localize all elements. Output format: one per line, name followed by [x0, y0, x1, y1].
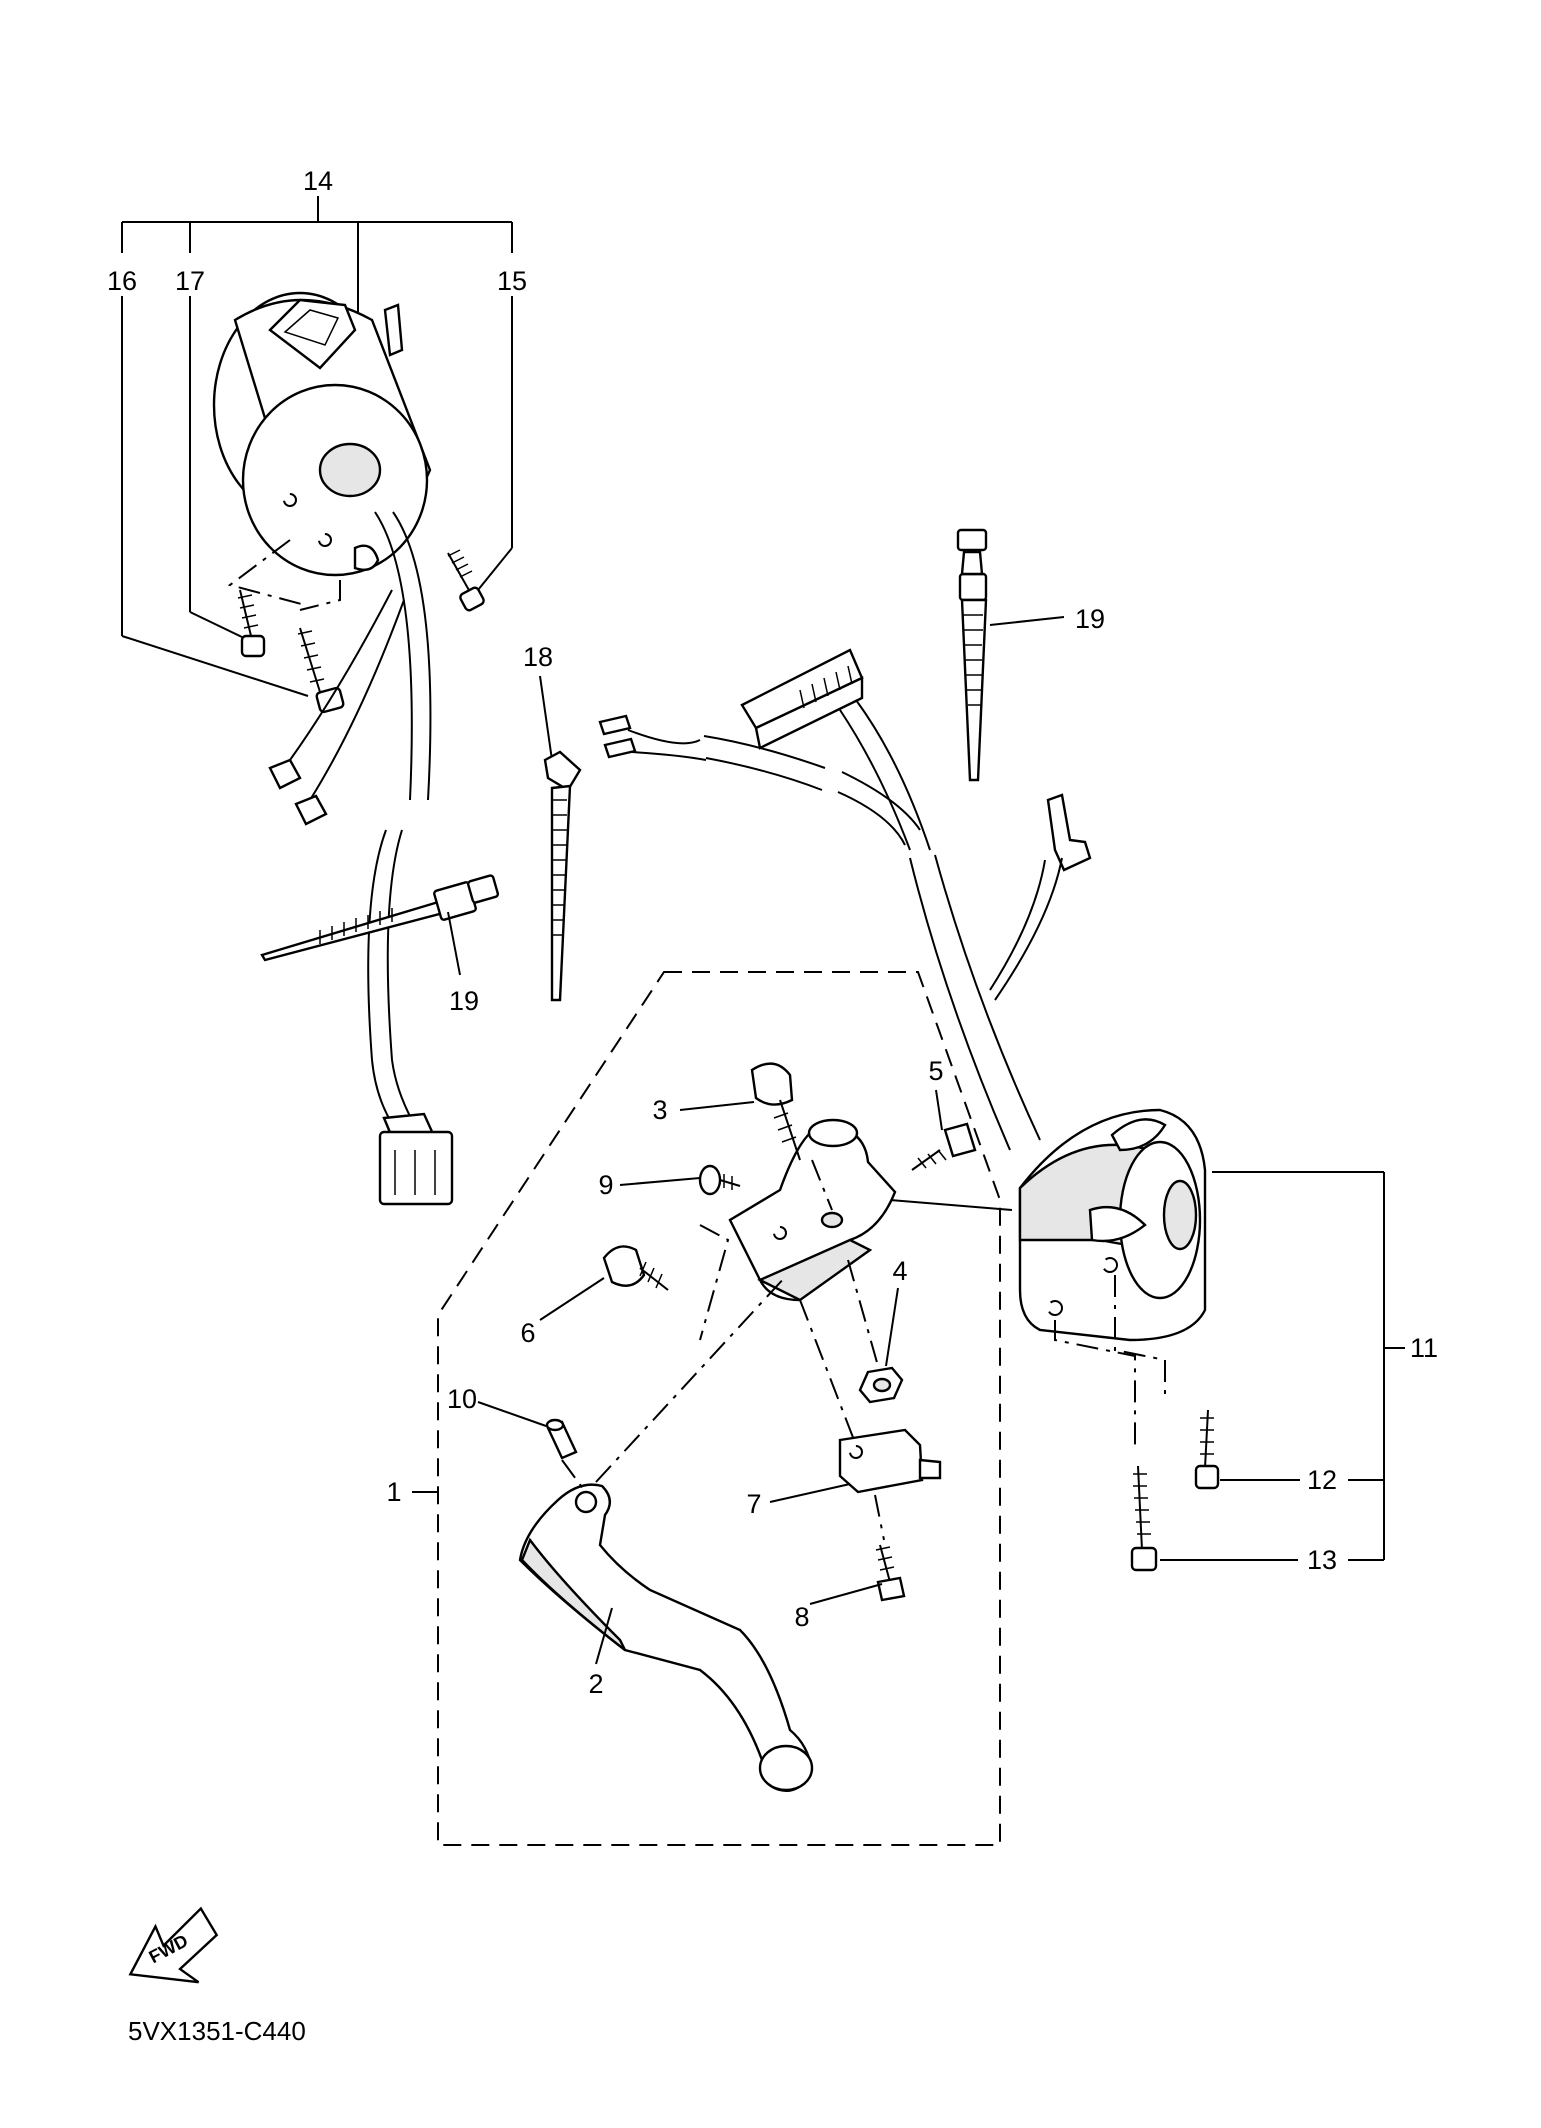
- callout-11: 11: [1410, 1333, 1438, 1363]
- callout-16: 16: [107, 266, 137, 296]
- callout-19-left: 19: [449, 986, 479, 1016]
- callout-13: 13: [1307, 1545, 1337, 1575]
- callout-10: 10: [447, 1384, 477, 1414]
- screw-16: [297, 627, 345, 714]
- diagram-code: 5VX1351-C440: [128, 2016, 306, 2046]
- screw-9: [698, 1164, 741, 1196]
- fwd-arrow-icon: [128, 1906, 219, 1984]
- bolt-3: [750, 1062, 833, 1211]
- leader-lines: [477, 1089, 943, 1665]
- lever-2: [518, 1274, 814, 1792]
- callout-14: 14: [303, 166, 333, 196]
- callout-19-right: 19: [1075, 604, 1105, 634]
- cable-tie-19-right: [956, 528, 1065, 782]
- right-handlebar-switch: [889, 1108, 1405, 1572]
- screw-17: [237, 589, 266, 658]
- callout-8: 8: [794, 1602, 809, 1632]
- bolt-6: [602, 1245, 669, 1291]
- bolt-5: [911, 1122, 977, 1171]
- callout-3: 3: [652, 1095, 667, 1125]
- callout-4: 4: [892, 1256, 907, 1286]
- cable-tie-19-left: [260, 874, 500, 976]
- callout-9: 9: [598, 1170, 613, 1200]
- callout-15: 15: [497, 266, 527, 296]
- screw-12: [1194, 1409, 1220, 1490]
- left-handlebar-switch-assembly: [121, 196, 513, 1206]
- callout-12: 12: [1307, 1465, 1337, 1495]
- callout-6: 6: [520, 1318, 535, 1348]
- switch-7: [799, 1299, 942, 1541]
- right-switch-wiring: [598, 648, 1092, 1151]
- screw-8: [875, 1544, 906, 1602]
- callout-7: 7: [746, 1489, 761, 1519]
- collar-10: [545, 1418, 578, 1460]
- callout-labels: 14 16 17 15 18 19 19 3 5 9 4 6 11 10 1 1…: [107, 166, 1438, 1699]
- callout-18: 18: [523, 642, 553, 672]
- lever-assembly: [412, 971, 1001, 1846]
- callout-2: 2: [588, 1669, 603, 1699]
- callout-17: 17: [175, 266, 205, 296]
- nut-4: [847, 1259, 904, 1404]
- cable-tie-18: [539, 675, 582, 1002]
- screw-13: [1130, 1465, 1158, 1572]
- screw-15: [447, 549, 485, 612]
- callout-5: 5: [928, 1056, 943, 1086]
- callout-1: 1: [386, 1477, 401, 1507]
